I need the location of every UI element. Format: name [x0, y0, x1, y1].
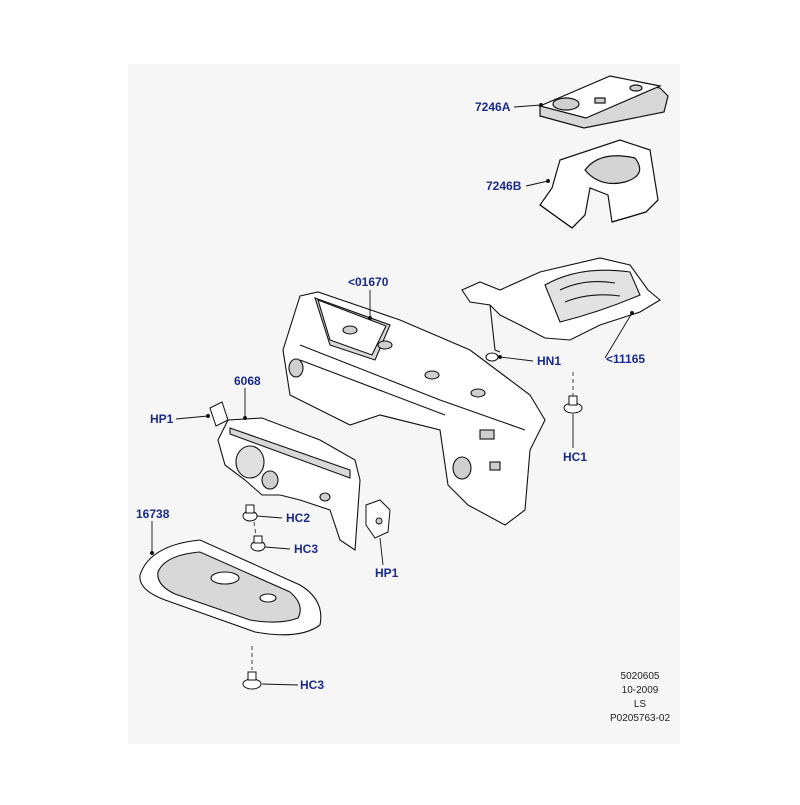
part-01670 [282, 291, 546, 526]
part-16738 [139, 539, 322, 636]
callout-hc3-lower: HC3 [300, 678, 325, 692]
clip-hp1-left [209, 401, 229, 427]
fastener-hc2 [242, 504, 258, 522]
part-11165 [461, 257, 661, 362]
callout-01670: <01670 [348, 275, 389, 289]
fastener-hc1 [563, 395, 583, 414]
reference-number: 5020605 [620, 671, 660, 682]
reference-date: 10-2009 [621, 685, 659, 696]
callout-16738: 16738 [136, 507, 170, 521]
assembly-lines [251, 372, 574, 670]
part-6068 [217, 417, 361, 551]
callout-hp1-right: HP1 [375, 566, 399, 580]
part-7246a [538, 75, 669, 129]
callout-hp1-left: HP1 [150, 412, 174, 426]
callout-hc3-upper: HC3 [294, 542, 319, 556]
part-7246b [539, 139, 659, 229]
callout-11165: <11165 [606, 352, 646, 366]
fastener-hc3-upper [250, 535, 266, 552]
callout-hn1: HN1 [537, 354, 562, 368]
clip-hp1-right [365, 499, 391, 539]
callout-7246b: 7246B [486, 179, 522, 193]
callout-hc2: HC2 [286, 511, 311, 525]
leader-lines [150, 103, 634, 686]
reference-illustration-id: P0205763-02 [609, 713, 671, 724]
callout-6068: 6068 [234, 374, 261, 388]
fastener-hc3-lower [242, 671, 262, 690]
reference-model: LS [633, 699, 647, 710]
callout-7246a: 7246A [475, 100, 511, 114]
callout-hc1: HC1 [563, 450, 588, 464]
